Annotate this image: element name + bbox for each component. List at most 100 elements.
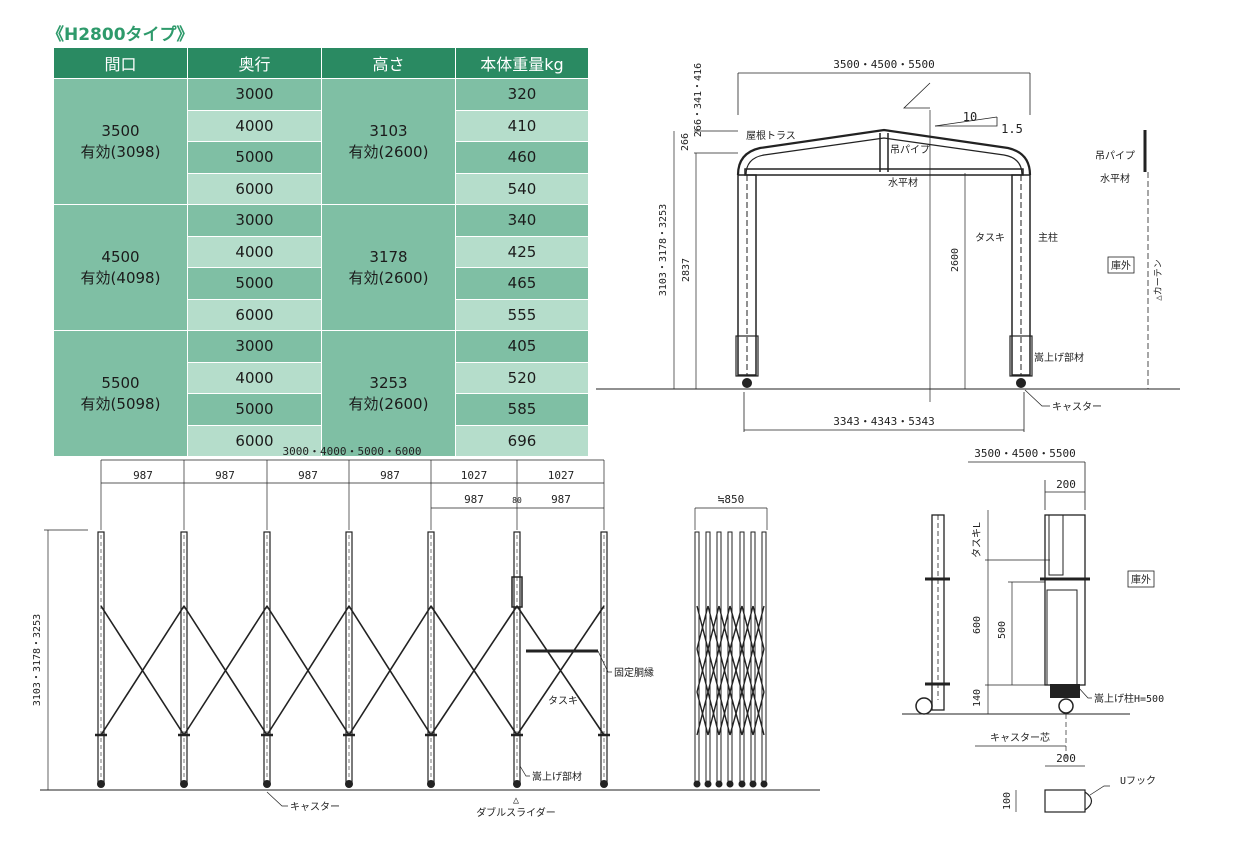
height-value: 3178 bbox=[369, 248, 408, 267]
u-hook-plate bbox=[1044, 789, 1086, 813]
roof-truss bbox=[736, 128, 1032, 176]
table-row: 5000 465 bbox=[54, 267, 589, 300]
u-hook bbox=[1084, 791, 1093, 811]
table-row: 4000 410 bbox=[54, 109, 589, 142]
peak-marker bbox=[903, 82, 931, 109]
label-caster: キャスター bbox=[290, 801, 340, 813]
truss-dim-text: 266・341・416 bbox=[693, 63, 704, 137]
x-brace bbox=[183, 605, 268, 736]
caster bbox=[600, 780, 608, 788]
brace-plate bbox=[1048, 514, 1064, 576]
slope-run: 10 bbox=[963, 110, 977, 124]
caster bbox=[513, 780, 521, 788]
table-row: 5000 585 bbox=[54, 393, 589, 426]
label-brace: タスキ bbox=[548, 695, 578, 707]
slope-line bbox=[934, 116, 998, 127]
section-title: 《H2800タイプ》 bbox=[47, 25, 194, 45]
module-dim-text: 1027 bbox=[461, 469, 488, 482]
module-dim-text: 987 bbox=[380, 469, 400, 482]
label-fixed-frame: 固定胴縁 bbox=[614, 666, 654, 679]
slope-marker bbox=[935, 117, 998, 127]
label-hang-pipe: 吊パイプ bbox=[890, 144, 930, 156]
caster-left bbox=[742, 378, 752, 388]
module-dim-text: 987 bbox=[298, 469, 318, 482]
height-effective: 有効(2600) bbox=[348, 268, 429, 287]
label-main-post: 主柱 bbox=[1038, 231, 1058, 244]
span-effective: 有効(3098) bbox=[80, 142, 161, 161]
x-brace bbox=[266, 605, 350, 736]
outside-box bbox=[1127, 570, 1155, 588]
caster bbox=[180, 780, 188, 788]
label-outside: 庫外 bbox=[1111, 259, 1131, 272]
weight-cell: 585 bbox=[455, 393, 589, 426]
folded-posts bbox=[693, 508, 768, 788]
x-brace bbox=[100, 605, 185, 736]
label-outside: 庫外 bbox=[1131, 573, 1151, 586]
table-header-row: 間口 奥行 高さ 本体重量kg bbox=[53, 47, 589, 79]
sub-dim-text: 80 bbox=[512, 496, 522, 505]
height-effective: 有効(2600) bbox=[348, 142, 429, 161]
module-dim-text: 987 bbox=[133, 469, 153, 482]
label-raised-member: 嵩上げ部材 bbox=[532, 770, 582, 783]
height-effective: 有効(2600) bbox=[348, 394, 429, 413]
leader bbox=[597, 650, 612, 673]
span-value: 5500 bbox=[101, 374, 140, 393]
table-row: 6000 540 bbox=[54, 172, 589, 205]
leader bbox=[519, 765, 530, 777]
depth-cell: 6000 bbox=[187, 298, 322, 331]
caster bbox=[704, 780, 712, 788]
h140: 140 bbox=[972, 689, 983, 707]
label-roof-truss: 屋根トラス bbox=[746, 129, 796, 142]
x-brace bbox=[430, 605, 518, 736]
w200-bottom: 200 bbox=[1056, 752, 1076, 765]
weight-cell: 465 bbox=[455, 267, 589, 300]
weight-cell: 540 bbox=[455, 172, 589, 205]
slider-plate bbox=[511, 576, 523, 608]
caster bbox=[749, 780, 757, 788]
label-curtain: △カーテン bbox=[1153, 259, 1164, 300]
weight-cell: 405 bbox=[455, 330, 589, 363]
label-brace: タスキ bbox=[975, 232, 1005, 244]
label-u-hook: Uフック bbox=[1120, 775, 1156, 787]
table-row: 4000 425 bbox=[54, 235, 589, 268]
depth-dim-text: 3000・4000・5000・6000 bbox=[283, 445, 422, 458]
x-brace bbox=[348, 605, 432, 736]
depth-cell: 5000 bbox=[187, 267, 322, 300]
module-dim-text: 1027 bbox=[548, 469, 575, 482]
depth-cell: 4000 bbox=[187, 109, 322, 142]
table-row: 6000 696 bbox=[54, 424, 589, 457]
span-effective: 有効(4098) bbox=[80, 268, 161, 287]
leader bbox=[1077, 686, 1092, 699]
height-value: 3103 bbox=[369, 122, 408, 141]
caster-leader bbox=[1024, 389, 1050, 407]
caster bbox=[427, 780, 435, 788]
caster bbox=[693, 780, 701, 788]
slope-rise: 1.5 bbox=[1001, 122, 1023, 136]
caster bbox=[760, 780, 768, 788]
weight-cell: 320 bbox=[455, 78, 589, 111]
label-caster: キャスター bbox=[1052, 401, 1102, 413]
brace-label: タスキL bbox=[971, 522, 983, 558]
truss-266: 266 bbox=[680, 133, 691, 151]
span-effective: 有効(5098) bbox=[80, 394, 161, 413]
label-double-slider: ダブルスライダー bbox=[476, 806, 556, 819]
caster bbox=[738, 780, 746, 788]
left-raised bbox=[735, 335, 759, 377]
span-value: 3500 bbox=[101, 122, 140, 141]
side-posts bbox=[95, 531, 610, 788]
header-height: 高さ bbox=[321, 47, 456, 79]
height-dim-text: 3103・3178・3253 bbox=[32, 614, 43, 706]
clear-height-text: 2600 bbox=[950, 248, 961, 272]
table-row: 5000 460 bbox=[54, 141, 589, 174]
h600: 600 bbox=[972, 616, 983, 634]
width-dim-text: 3500・4500・5500 bbox=[974, 447, 1075, 460]
label-horizontal: 水平材 bbox=[888, 176, 918, 189]
